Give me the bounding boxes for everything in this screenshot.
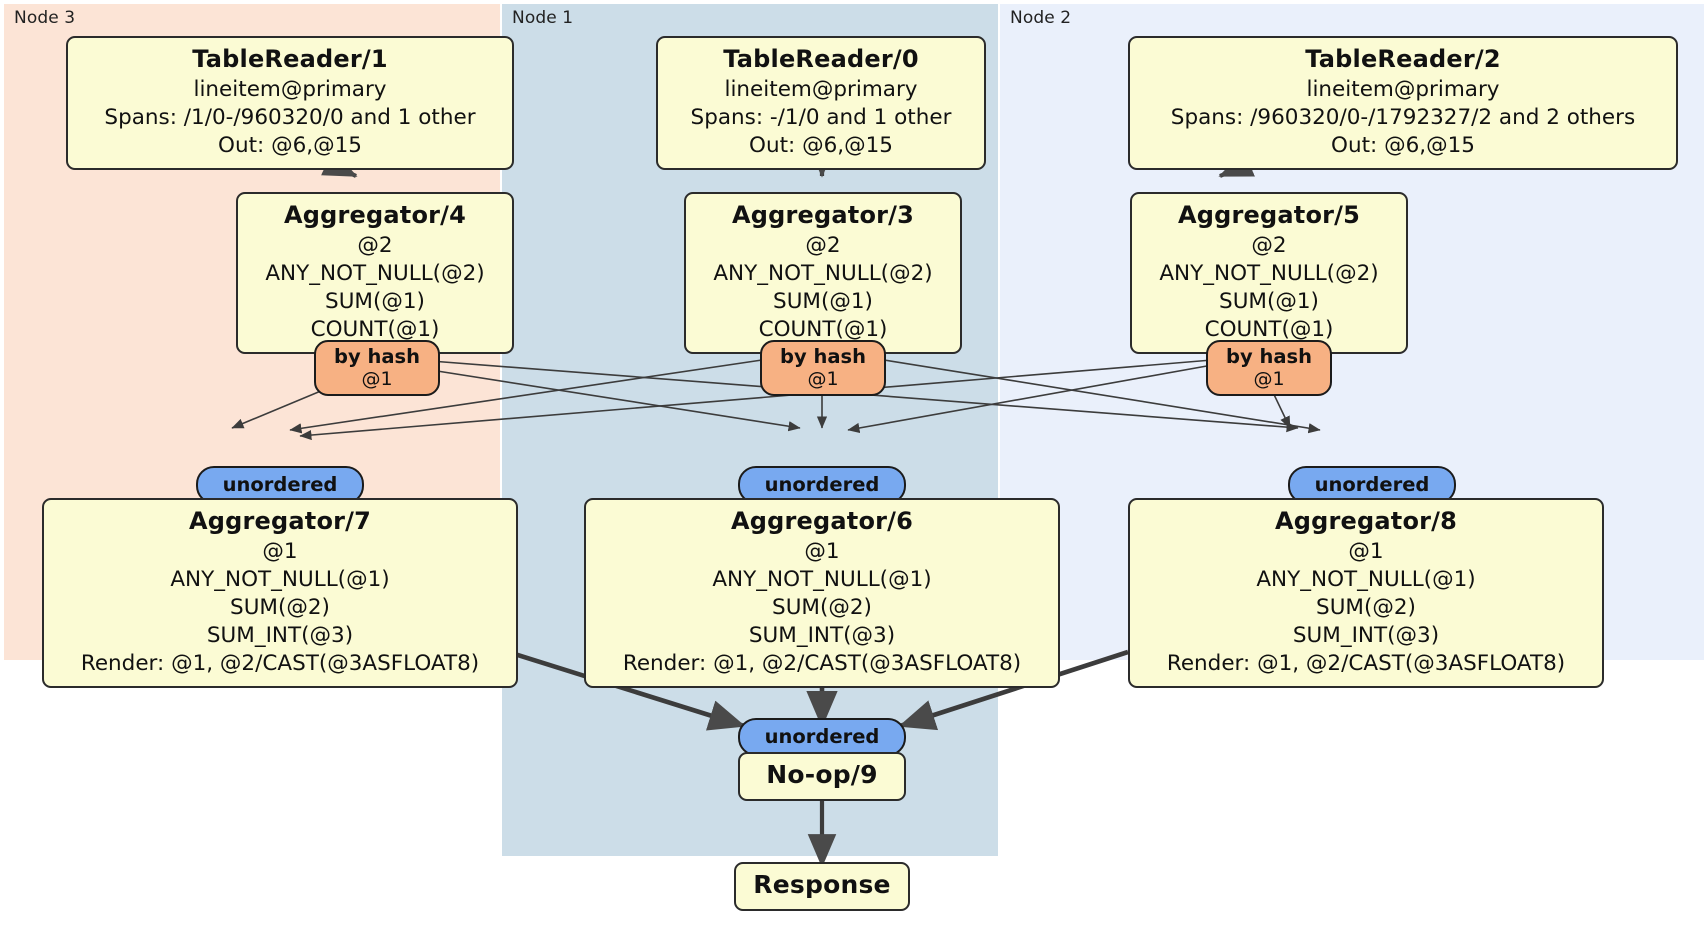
box-tablereader-0[interactable]: TableReader/0 lineitem@primary Spans: -/… [656,36,986,170]
hash-router-aggregator-4[interactable]: by hash @1 [314,340,440,397]
unordered-synchronizer-9[interactable]: unordered [738,718,906,756]
box-aggregator-3[interactable]: Aggregator/3 @2 ANY_NOT_NULL(@2) SUM(@1)… [684,192,962,354]
box-line: SUM(@2) [230,595,330,621]
unordered-synchronizer-8[interactable]: unordered [1288,466,1456,504]
box-title: Aggregator/7 [188,507,372,535]
panel-label-node-1: Node 1 [512,8,574,28]
box-line: SUM_INT(@3) [206,623,354,648]
hash-router-aggregator-5[interactable]: by hash @1 [1206,340,1332,397]
box-title: Aggregator/4 [283,201,467,229]
panel-label-node-2: Node 2 [1010,8,1072,28]
box-aggregator-7[interactable]: Aggregator/7 @1 ANY_NOT_NULL(@1) SUM(@2)… [42,498,518,688]
box-aggregator-8[interactable]: Aggregator/8 @1 ANY_NOT_NULL(@1) SUM(@2)… [1128,498,1604,688]
box-noop-9[interactable]: No-op/9 [738,752,906,801]
box-line: @2 [357,233,393,259]
box-line: SUM(@1) [1219,289,1319,315]
box-line: SUM(@2) [1316,595,1416,621]
hash-router-key: @1 [1253,368,1285,390]
box-line: SUM(@1) [325,289,425,315]
box-title: Aggregator/3 [731,201,915,229]
box-response[interactable]: Response [734,862,910,911]
box-line: SUM_INT(@3) [748,623,896,648]
box-line: Spans: /960320/0-/1792327/2 and 2 others [1170,105,1636,131]
box-line: Spans: /1/0-/960320/0 and 1 other [104,105,476,131]
box-line: SUM_INT(@3) [1292,623,1440,648]
box-aggregator-6[interactable]: Aggregator/6 @1 ANY_NOT_NULL(@1) SUM(@2)… [584,498,1060,688]
box-line: COUNT(@1) [1204,317,1334,342]
box-title: TableReader/2 [1305,45,1501,73]
box-tablereader-1[interactable]: TableReader/1 lineitem@primary Spans: /1… [66,36,514,170]
panel-label-node-3: Node 3 [14,8,76,28]
box-title: Aggregator/5 [1177,201,1361,229]
box-title: No-op/9 [766,760,878,789]
box-aggregator-4[interactable]: Aggregator/4 @2 ANY_NOT_NULL(@2) SUM(@1)… [236,192,514,354]
box-title: Aggregator/8 [1274,507,1458,535]
box-line: lineitem@primary [724,77,918,103]
box-line: ANY_NOT_NULL(@2) [713,261,933,287]
box-tablereader-2[interactable]: TableReader/2 lineitem@primary Spans: /9… [1128,36,1678,170]
box-line: COUNT(@1) [310,317,440,342]
box-line: ANY_NOT_NULL(@2) [265,261,485,287]
box-line: Out: @6,@15 [1331,133,1475,159]
box-line: @1 [1348,539,1384,565]
box-line: ANY_NOT_NULL(@2) [1159,261,1379,287]
box-line: @1 [262,539,298,565]
box-line: SUM(@1) [773,289,873,315]
box-line: Render: @1, @2/CAST(@3ASFLOAT8) [1166,650,1566,676]
unordered-synchronizer-6[interactable]: unordered [738,466,906,504]
box-line: Out: @6,@15 [218,133,362,159]
box-line: ANY_NOT_NULL(@1) [1256,567,1476,593]
box-line: COUNT(@1) [758,317,888,342]
box-line: Render: @1, @2/CAST(@3ASFLOAT8) [622,650,1022,676]
box-line: lineitem@primary [1306,77,1500,103]
box-line: @2 [1251,233,1287,259]
hash-router-kind: by hash [780,345,866,368]
box-title: Response [753,870,891,899]
box-line: Out: @6,@15 [749,133,893,159]
box-aggregator-5[interactable]: Aggregator/5 @2 ANY_NOT_NULL(@2) SUM(@1)… [1130,192,1408,354]
box-title: TableReader/1 [192,45,388,73]
box-title: TableReader/0 [723,45,919,73]
box-line: SUM(@2) [772,595,872,621]
hash-router-key: @1 [807,368,839,390]
box-line: @2 [805,233,841,259]
box-line: Spans: -/1/0 and 1 other [690,105,952,131]
box-line: ANY_NOT_NULL(@1) [170,567,390,593]
box-line: lineitem@primary [193,77,387,103]
box-line: ANY_NOT_NULL(@1) [712,567,932,593]
hash-router-kind: by hash [334,345,420,368]
box-line: Render: @1, @2/CAST(@3ASFLOAT8) [80,650,480,676]
box-line: @1 [804,539,840,565]
hash-router-key: @1 [361,368,393,390]
box-title: Aggregator/6 [730,507,914,535]
hash-router-kind: by hash [1226,345,1312,368]
hash-router-aggregator-3[interactable]: by hash @1 [760,340,886,397]
